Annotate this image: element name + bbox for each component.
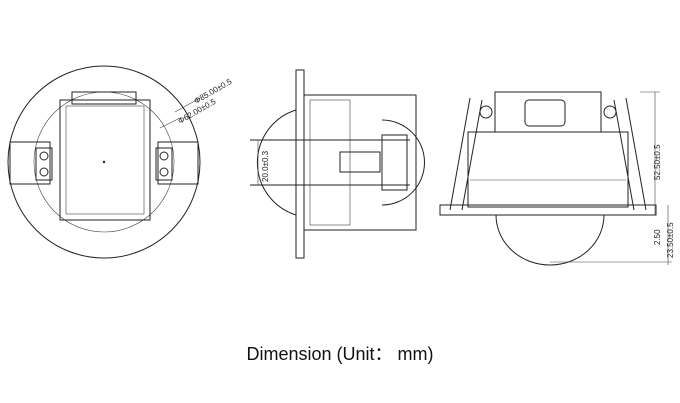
- body-height-label: 52.50±0.5: [653, 144, 662, 180]
- flange-thickness-label: 2.50: [653, 229, 662, 245]
- front-view: [7, 65, 201, 259]
- rear-view: [439, 91, 672, 266]
- caption: Dimension (Unit： mm): [246, 344, 434, 364]
- dome-height-label: 20.0±0.3: [261, 150, 270, 182]
- dome-projection-label: 23.50±0.5: [666, 222, 675, 258]
- side-view: [250, 69, 425, 259]
